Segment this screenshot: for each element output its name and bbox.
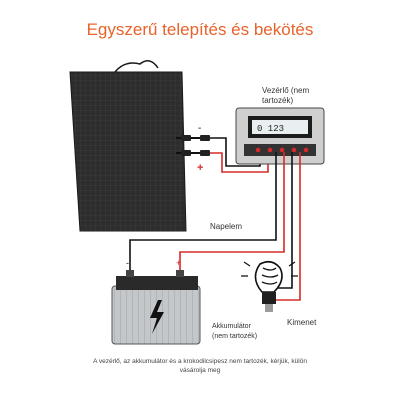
minus-sign: - (198, 123, 201, 134)
panel-label: Napelem (210, 222, 243, 231)
battery-positive-terminal-sign: + (176, 258, 181, 268)
plus-sign: + (197, 162, 203, 174)
mc4-connector-negative (181, 135, 191, 141)
battery-label-line-2: (nem tartozék) (212, 333, 258, 340)
output-label: Kimenet (287, 318, 317, 327)
light-bulb-icon (241, 260, 298, 312)
solar-panel (69, 60, 187, 232)
controller-display-text: 0 123 (257, 124, 284, 134)
battery-label-line-1: Akkumulátor (212, 323, 251, 330)
page-title: Egyszerű telepítés és bekötés (86, 20, 314, 39)
battery-negative-terminal-sign: - (126, 258, 129, 268)
battery (111, 270, 201, 345)
negative-wire-load (276, 152, 293, 289)
mc4-connector-negative-2 (200, 135, 210, 141)
positive-wire-battery (179, 152, 285, 270)
mc4-connector-positive (181, 150, 191, 156)
charge-controller (235, 107, 325, 165)
panel-connectors (176, 135, 210, 156)
positive-wire-panel (210, 152, 269, 173)
lightning-bolt-icon (150, 300, 164, 334)
mc4-connector-positive-2 (200, 150, 210, 156)
positive-wire-load (276, 152, 301, 301)
controller-label: Vezérlő (nem tartozék) (262, 86, 310, 105)
negative-wire-battery (129, 152, 277, 270)
footnote: A vezérlő, az akkumulátor és a krokodilc… (93, 358, 307, 374)
